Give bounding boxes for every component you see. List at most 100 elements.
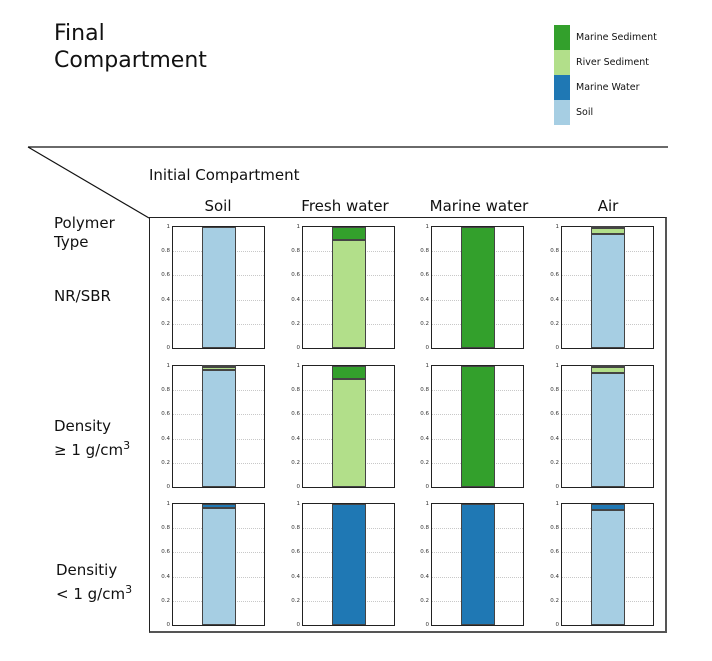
y-tick-label: 0.4 xyxy=(420,573,429,580)
plot-area xyxy=(302,503,395,626)
y-tick-label: 0 xyxy=(166,345,171,351)
y-tick-label: 0 xyxy=(555,622,560,628)
bar-segment-marine-water xyxy=(202,504,236,508)
bar-segment-marine-sediment xyxy=(332,227,366,241)
y-tick-label: 0.4 xyxy=(550,296,559,303)
bar-segment-marine-sediment xyxy=(202,365,236,368)
legend-swatch-river-sediment xyxy=(554,50,570,75)
y-tick-label: 0.2 xyxy=(550,459,559,466)
y-tick-label: 0.6 xyxy=(550,411,559,418)
plot-area xyxy=(561,226,654,349)
y-tick-label: 0 xyxy=(296,345,301,351)
row-label-line2: ≥ 1 g/cm3 xyxy=(54,436,130,460)
stacked-bar-panel: 0 0.2 0.4 0.6 0.8 1 xyxy=(279,217,409,357)
stacked-bar xyxy=(332,366,366,487)
bar-segment-marine-sediment xyxy=(461,227,495,348)
y-tick-label: 0.4 xyxy=(420,296,429,303)
y-tick-label: 0.4 xyxy=(291,573,300,580)
title-line-1: Final xyxy=(54,21,105,46)
y-tick-label: 1 xyxy=(425,501,430,507)
bar-segment-river-sediment xyxy=(332,240,366,348)
y-tick-label: 0 xyxy=(555,345,560,351)
bar-segment-marine-water xyxy=(461,504,495,625)
stacked-bar xyxy=(202,504,236,625)
bar-segment-soil xyxy=(202,369,236,487)
polymer-type-label: Polymer Type xyxy=(54,214,115,252)
y-tick-label: 0.6 xyxy=(420,272,429,279)
y-tick-label: 0.2 xyxy=(550,320,559,327)
y-tick-label: 0.8 xyxy=(291,387,300,394)
bar-segment-river-sediment xyxy=(332,379,366,487)
legend-label: Marine Sediment xyxy=(576,32,657,43)
y-tick-label: 1 xyxy=(425,224,430,230)
legend-swatch-marine-water xyxy=(554,75,570,100)
y-tick-label: 0 xyxy=(425,622,430,628)
chart-title: Final Compartment xyxy=(54,20,207,74)
y-tick-label: 1 xyxy=(555,224,560,230)
y-tick-label: 1 xyxy=(166,363,171,369)
y-tick-label: 0.2 xyxy=(291,597,300,604)
y-tick-label: 0.2 xyxy=(291,320,300,327)
plot-area xyxy=(172,503,265,626)
y-tick-label: 0.6 xyxy=(550,272,559,279)
y-tick-label: 0.8 xyxy=(291,248,300,255)
y-tick-label: 0.2 xyxy=(161,320,170,327)
y-tick-label: 1 xyxy=(166,224,171,230)
y-tick-label: 0.4 xyxy=(550,573,559,580)
row-label-line2: < 1 g/cm3 xyxy=(56,580,132,604)
y-tick-label: 0 xyxy=(425,345,430,351)
bar-segment-marine-sediment xyxy=(591,226,625,229)
y-tick-label: 0.2 xyxy=(161,597,170,604)
polymer-label-line1: Polymer xyxy=(54,214,115,232)
y-tick-label: 0.8 xyxy=(420,387,429,394)
y-tick-label: 0.8 xyxy=(550,387,559,394)
y-tick-label: 0.8 xyxy=(161,525,170,532)
plot-area xyxy=(302,226,395,349)
legend-swatch-marine-sediment xyxy=(554,25,570,50)
bar-segment-soil xyxy=(591,234,625,348)
y-tick-label: 0.6 xyxy=(291,549,300,556)
stacked-bar xyxy=(591,226,625,348)
row-label-nr-sbr: NR/SBR xyxy=(54,287,111,306)
y-tick-label: 0 xyxy=(166,622,171,628)
y-tick-label: 0.8 xyxy=(161,387,170,394)
y-tick-label: 0.6 xyxy=(550,549,559,556)
y-tick-label: 0.4 xyxy=(291,296,300,303)
column-label-fresh-water: Fresh water xyxy=(301,197,389,215)
row-label-density-ge-1: Density ≥ 1 g/cm3 xyxy=(54,417,130,460)
superscript: 3 xyxy=(123,439,131,452)
bar-segment-soil xyxy=(202,507,236,625)
stacked-bar xyxy=(332,504,366,625)
stacked-bar xyxy=(461,366,495,487)
bar-segment-river-sediment xyxy=(202,367,236,370)
plot-area xyxy=(172,365,265,488)
column-label-air: Air xyxy=(597,197,619,215)
title-line-2: Compartment xyxy=(54,48,207,73)
stacked-bar xyxy=(591,504,625,625)
plot-area xyxy=(431,226,524,349)
row-label-line1: Densitiy xyxy=(56,561,118,579)
y-tick-label: 0.2 xyxy=(550,597,559,604)
legend-swatch-soil xyxy=(554,100,570,125)
bar-segment-marine-sediment xyxy=(332,366,366,380)
bar-segment-river-sediment xyxy=(591,228,625,235)
y-tick-label: 1 xyxy=(296,224,301,230)
bar-segment-soil xyxy=(591,373,625,487)
y-tick-label: 0.6 xyxy=(291,411,300,418)
stacked-bar xyxy=(202,227,236,348)
y-tick-label: 0 xyxy=(296,622,301,628)
y-tick-label: 1 xyxy=(296,501,301,507)
y-tick-label: 0.6 xyxy=(291,272,300,279)
bar-segment-soil xyxy=(202,227,236,348)
stacked-bar xyxy=(332,227,366,348)
y-tick-label: 0.8 xyxy=(420,248,429,255)
y-tick-label: 1 xyxy=(555,501,560,507)
y-tick-label: 0.2 xyxy=(420,320,429,327)
y-tick-label: 0 xyxy=(296,484,301,490)
